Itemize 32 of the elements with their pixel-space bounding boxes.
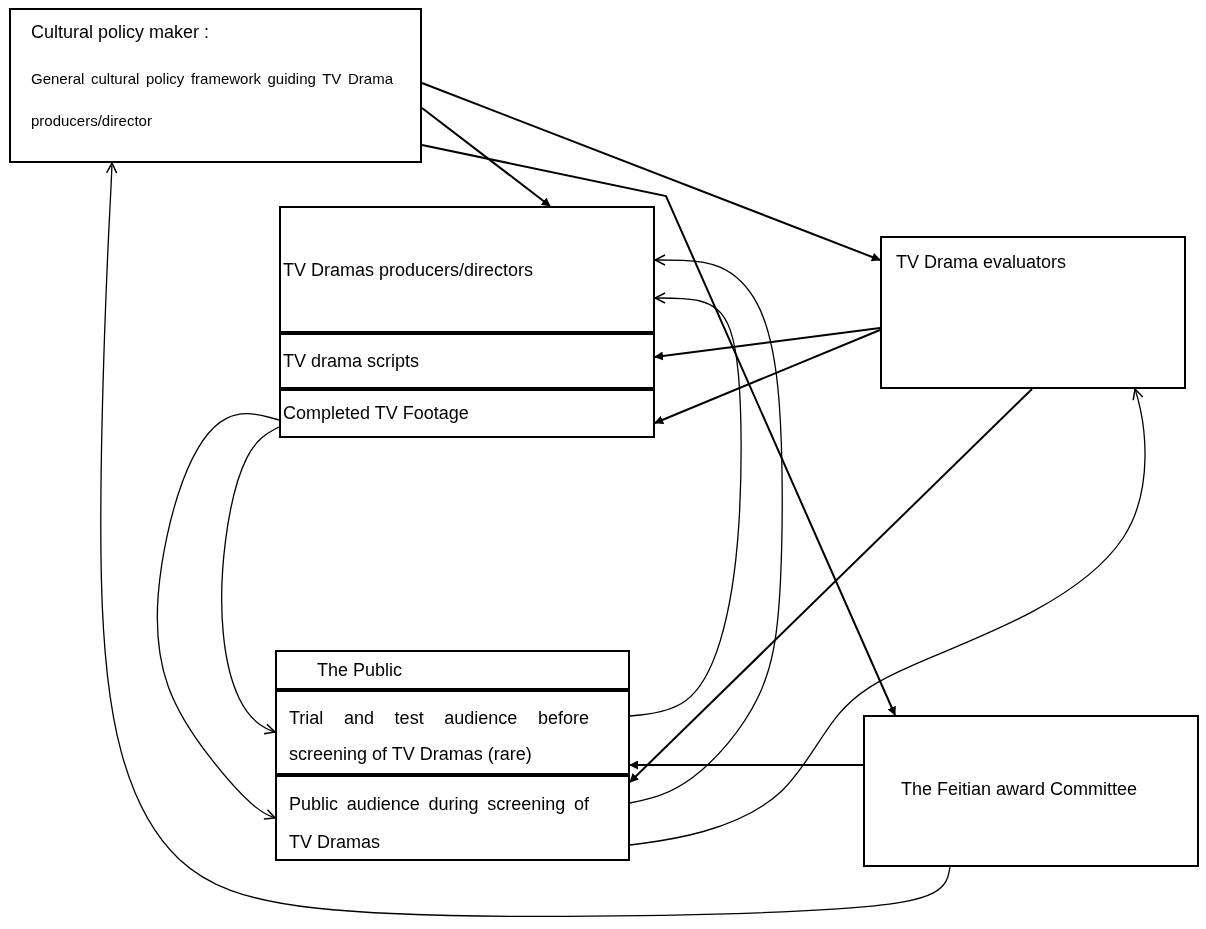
arrow — [221, 426, 280, 735]
arrow — [156, 413, 280, 820]
arrow — [629, 388, 1146, 846]
arrow — [629, 760, 864, 770]
node-label: The Feitian award Committee — [901, 778, 1139, 801]
arrow — [421, 82, 881, 262]
producers-box — [279, 206, 655, 333]
public-box — [275, 650, 630, 690]
node-label: Public audience during screening of TV Dramas — [289, 793, 589, 854]
node-label: TV drama scripts — [283, 350, 421, 373]
arrow — [421, 107, 551, 207]
node-label: Trial and test audience before screening of TV Dramas (rare) — [289, 707, 589, 766]
node-label: The Public — [317, 659, 404, 682]
arrow — [421, 144, 896, 716]
arrow — [654, 329, 881, 425]
arrow — [654, 327, 881, 361]
scripts-row — [279, 333, 655, 389]
public-audience-row — [275, 775, 630, 861]
node-label: General cultural policy framework guiding TV Drama producers/director — [31, 69, 393, 131]
arrow — [629, 388, 1033, 783]
node-heading: Cultural policy maker : — [31, 21, 211, 44]
policy-maker-box — [9, 8, 422, 163]
node-label: Completed TV Footage — [283, 402, 470, 425]
trial-audience-row — [275, 690, 630, 775]
award-committee-box — [863, 715, 1199, 867]
arrow — [629, 292, 742, 717]
evaluators-box — [880, 236, 1186, 389]
node-label: TV Drama evaluators — [896, 251, 1068, 274]
node-label: TV Dramas producers/directors — [283, 259, 535, 282]
arrow — [100, 162, 951, 918]
footage-row — [279, 389, 655, 438]
arrow — [629, 254, 783, 804]
